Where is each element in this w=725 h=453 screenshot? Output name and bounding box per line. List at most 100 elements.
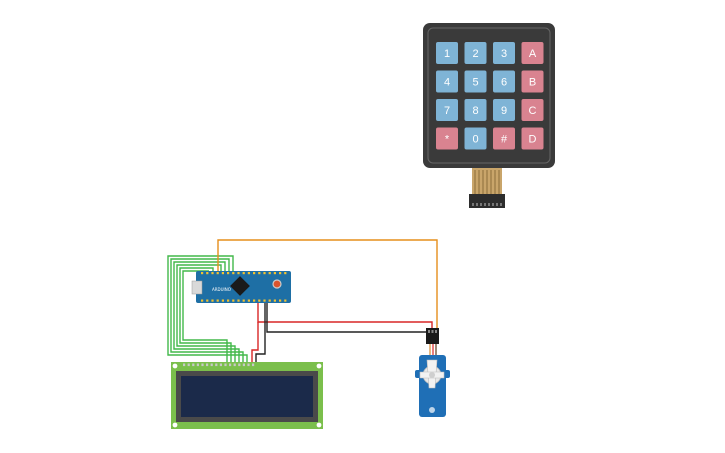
lcd-pin[interactable] <box>233 363 236 367</box>
lcd-pin[interactable] <box>183 363 186 367</box>
green-wire-4[interactable] <box>176 264 236 362</box>
arduino-pin[interactable] <box>242 272 245 275</box>
arduino-pin[interactable] <box>237 272 240 275</box>
arduino-pin[interactable] <box>247 299 250 302</box>
lcd-pin[interactable] <box>224 363 227 367</box>
arduino-pin[interactable] <box>211 272 214 275</box>
arduino-pin[interactable] <box>263 272 266 275</box>
keypad-key-8[interactable] <box>464 99 487 121</box>
arduino-pin[interactable] <box>227 272 230 275</box>
arduino-pin[interactable] <box>216 299 219 302</box>
green-wire-1[interactable] <box>167 255 248 362</box>
usb-port[interactable] <box>191 280 203 295</box>
arduino-pin[interactable] <box>211 299 214 302</box>
keypad-key-hash[interactable] <box>493 127 515 150</box>
keypad-key-3[interactable] <box>493 42 515 64</box>
arduino-pin[interactable] <box>284 299 287 302</box>
arduino-pin[interactable] <box>268 272 271 275</box>
lcd-mount-hole-tr <box>316 363 322 369</box>
keypad-key-7[interactable] <box>436 99 458 121</box>
lcd-pin[interactable] <box>229 363 232 367</box>
green-wire-2[interactable] <box>170 258 244 362</box>
lcd-pin[interactable] <box>201 363 204 367</box>
arduino-pin[interactable] <box>227 299 230 302</box>
arduino-pin[interactable] <box>237 299 240 302</box>
lcd-16x2[interactable] <box>171 362 323 429</box>
keypad-key-label: * <box>445 134 450 146</box>
arduino-pin[interactable] <box>221 299 224 302</box>
orange-signal-wire[interactable] <box>217 239 438 330</box>
arduino-pin[interactable] <box>221 272 224 275</box>
arduino-pin[interactable] <box>216 272 219 275</box>
arduino-pin[interactable] <box>232 299 235 302</box>
keypad-key-label: 1 <box>444 48 450 60</box>
keypad-key-6[interactable] <box>493 70 515 93</box>
servo-pin-3 <box>435 330 437 333</box>
lcd-pin[interactable] <box>238 363 241 367</box>
microcontroller-chip <box>230 276 250 296</box>
keypad-key-label: 5 <box>472 77 478 89</box>
arduino-pin[interactable] <box>273 299 276 302</box>
arduino-pin[interactable] <box>258 272 261 275</box>
micro-servo[interactable] <box>415 328 450 417</box>
arduino-pin[interactable] <box>242 299 245 302</box>
keypad-key-label: C <box>529 105 537 117</box>
black-ground-wire-lcd[interactable] <box>255 303 266 362</box>
lcd-pin[interactable] <box>219 363 222 367</box>
keypad-key-label: 2 <box>472 48 478 60</box>
green-wire-6[interactable] <box>182 270 228 362</box>
black-ground-wire-servo[interactable] <box>266 303 427 333</box>
lcd-pin[interactable] <box>192 363 195 367</box>
lcd-pin[interactable] <box>187 363 190 367</box>
arduino-pin[interactable] <box>279 272 282 275</box>
keypad-key-b[interactable] <box>521 70 544 93</box>
servo-pin-2 <box>431 330 434 333</box>
servo-pin-1 <box>428 330 430 333</box>
keypad-key-star[interactable] <box>436 127 458 150</box>
green-wire-5[interactable] <box>179 267 232 362</box>
arduino-pin[interactable] <box>258 299 261 302</box>
keypad-key-d[interactable] <box>521 127 544 150</box>
red-power-wire-servo[interactable] <box>257 303 433 330</box>
arduino-pin[interactable] <box>201 299 204 302</box>
keypad-key-2[interactable] <box>464 42 487 64</box>
keypad-key-4[interactable] <box>436 70 458 93</box>
arduino-pin[interactable] <box>273 272 276 275</box>
keypad-key-9[interactable] <box>493 99 515 121</box>
arduino-pin[interactable] <box>247 272 250 275</box>
keypad-key-label: 8 <box>472 105 478 117</box>
keypad-key-5[interactable] <box>464 70 487 93</box>
arduino-pin[interactable] <box>253 272 256 275</box>
arduino-pin[interactable] <box>201 272 204 275</box>
lcd-pin[interactable] <box>242 363 245 367</box>
arduino-pin[interactable] <box>279 299 282 302</box>
arduino-pin[interactable] <box>263 299 266 302</box>
lcd-pin[interactable] <box>206 363 209 367</box>
arduino-pin[interactable] <box>284 272 287 275</box>
keypad-connector[interactable] <box>469 194 505 208</box>
keypad-key-label: B <box>529 77 536 89</box>
arduino-pin[interactable] <box>232 272 235 275</box>
arduino-pin[interactable] <box>253 299 256 302</box>
lcd-pin[interactable] <box>210 363 213 367</box>
reset-button[interactable] <box>272 279 282 289</box>
keypad-key-0[interactable] <box>464 127 487 150</box>
lcd-pin-header <box>183 363 255 367</box>
red-power-wire-lcd[interactable] <box>251 322 259 362</box>
arduino-pin[interactable] <box>206 299 209 302</box>
keypad-key-1[interactable] <box>436 42 458 64</box>
keypad-key-a[interactable] <box>521 42 544 64</box>
arduino-logo: ARDUINO <box>212 287 231 292</box>
lcd-pin[interactable] <box>252 363 255 367</box>
arduino-pin[interactable] <box>206 272 209 275</box>
lcd-pin[interactable] <box>247 363 250 367</box>
keypad-key-c[interactable] <box>521 99 544 121</box>
lcd-pin[interactable] <box>196 363 199 367</box>
keypad-inner-border <box>427 27 551 164</box>
lcd-pin[interactable] <box>215 363 218 367</box>
green-wire-3[interactable] <box>173 261 240 362</box>
arduino-pin[interactable] <box>268 299 271 302</box>
arduino-micro[interactable]: ARDUINO <box>191 271 291 303</box>
